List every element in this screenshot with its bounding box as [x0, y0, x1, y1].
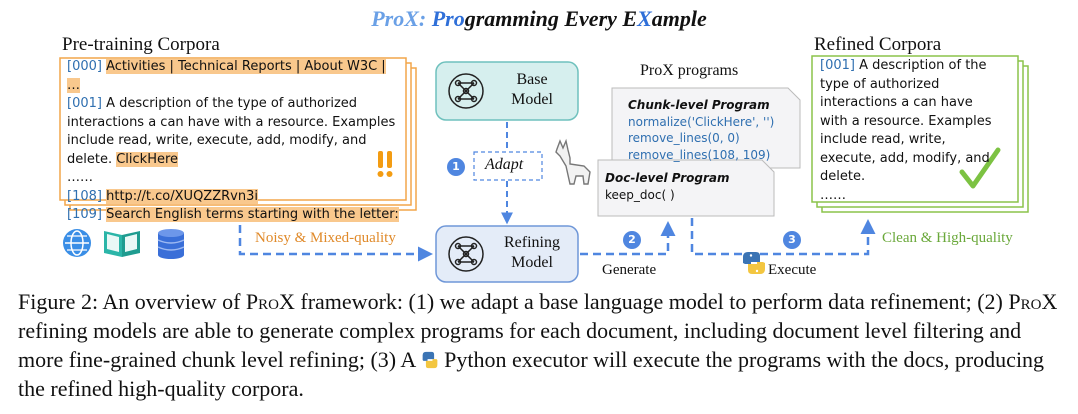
highlighted-noise: Search English terms starting with the l… — [106, 207, 399, 222]
python-icon — [422, 351, 437, 369]
doc-program-heading: Doc-level Program — [605, 171, 730, 185]
base-model-box — [435, 61, 579, 121]
step-badge-2: 2 — [623, 231, 641, 249]
input-doc-card — [59, 57, 407, 201]
figure: ProX: Programming Every EXample Pre-trai… — [0, 6, 1078, 283]
prox-name: ProX — [245, 289, 295, 314]
noisy-label: Noisy & Mixed-quality — [255, 230, 396, 246]
doc-text: include read, write, — [820, 132, 946, 147]
title-part-4: X — [637, 6, 652, 31]
chunk-program-card — [611, 87, 801, 169]
doc-text: delete. — [67, 151, 113, 167]
database-icon — [157, 229, 185, 259]
title-part-1: ProX: — [371, 6, 432, 31]
doc-text: include read, write, execute, add, modif… — [67, 133, 367, 148]
doc-program: Doc-level Program keep_doc( ) — [605, 170, 770, 203]
title-part-3: gramming Every E — [464, 6, 638, 31]
globe-icon — [63, 229, 91, 257]
pretraining-corpora-label: Pre-training Corpora — [62, 34, 220, 55]
doc-program-card — [597, 159, 775, 217]
figure-label: Figure 2: — [18, 289, 99, 314]
checkmark-icon — [959, 147, 1001, 189]
prox-name: ProX — [1008, 289, 1058, 314]
output-document: [001] A description of the type of autho… — [820, 57, 1015, 205]
refining-model-box — [435, 225, 579, 283]
highlighted-noise: ClickHere — [116, 151, 179, 167]
doc-text: type of authorized — [820, 76, 940, 92]
doc-text: with a resource. Examples — [820, 113, 992, 129]
program-line: keep_doc( ) — [605, 187, 675, 202]
python-icon — [743, 252, 765, 274]
line-index: [000] — [67, 59, 102, 74]
doc-text: interactions a can have with a resource.… — [67, 114, 396, 130]
adapt-box — [473, 151, 543, 181]
title-part-2: Pro — [431, 6, 465, 31]
input-document: [000] Activities | Technical Reports | A… — [67, 58, 402, 225]
program-line: remove_lines(108, 109) — [628, 147, 771, 162]
program-line: normalize('ClickHere', '') — [628, 114, 775, 129]
doc-line-0: [000] Activities | Technical Reports | A… — [67, 58, 402, 95]
book-icon — [104, 231, 140, 257]
alert-icon — [377, 151, 393, 177]
chunk-program-heading: Chunk-level Program — [628, 98, 770, 112]
doc-line-108: [108] http://t.co/XUQZZRvn3i — [67, 188, 402, 207]
step-badge-3: 3 — [783, 231, 801, 249]
generate-label: Generate — [602, 262, 657, 278]
base-model-line1: Base — [516, 71, 548, 88]
doc-text: execute, add, modify, and — [820, 150, 990, 166]
line-index: [001] — [67, 96, 102, 111]
title-part-5: ample — [651, 6, 707, 31]
caption-text: Python executor will execute the program… — [18, 347, 1045, 401]
refined-corpora-label: Refined Corpora — [814, 34, 942, 55]
refining-model-line2: Model — [511, 254, 553, 271]
figure-caption: Figure 2: An overview of ProX framework:… — [18, 287, 1068, 403]
caption-text: An overview of — [98, 289, 246, 314]
refining-model-line1: Refining — [504, 234, 560, 251]
figure-title: ProX: Programming Every EXample — [0, 6, 1078, 32]
prox-programs-label: ProX programs — [640, 62, 739, 79]
line-index: [108] — [67, 188, 102, 204]
highlighted-noise: Activities | Technical Reports | About W… — [67, 59, 386, 93]
doc-text: A description of the type of authorized — [106, 96, 358, 111]
refining-model-label: Refining Model — [492, 233, 572, 273]
step-badge-1: 1 — [447, 158, 465, 176]
corpora-to-refining-arrow — [238, 212, 433, 262]
doc-text: delete. — [820, 169, 866, 184]
neural-network-icon — [448, 73, 484, 109]
clean-label: Clean & High-quality — [882, 230, 1013, 246]
ellipsis: …… — [67, 170, 93, 185]
execute-arrow — [690, 218, 876, 256]
caption-text: refining models are able to generate com… — [18, 318, 1022, 372]
doc-text: A description of the — [859, 58, 987, 73]
execute-label: Execute — [768, 262, 817, 278]
highlighted-noise: http://t.co/XUQZZRvn3i — [106, 188, 258, 204]
generate-arrow — [580, 221, 676, 256]
base-model-label: Base Model — [492, 70, 572, 110]
line-index: [001] — [820, 58, 855, 73]
doc-line-109: [109] Search English terms starting with… — [67, 206, 402, 225]
doc-text: interactions a can have — [820, 95, 973, 110]
neural-network-icon — [448, 236, 484, 272]
doc-line-delete: delete. ClickHere — [67, 151, 402, 170]
program-line: remove_lines(0, 0) — [628, 131, 740, 145]
base-model-line2: Model — [511, 91, 553, 108]
line-index: [109] — [67, 207, 102, 222]
llama-icon — [555, 138, 591, 185]
doc-line-1: [001] A description of the type of autho… — [67, 95, 402, 114]
output-doc-card — [811, 55, 1019, 203]
ellipsis: …… — [820, 187, 846, 203]
chunk-program: Chunk-level Program normalize('ClickHere… — [628, 97, 798, 163]
adapt-label: Adapt — [485, 156, 524, 173]
caption-text: framework: (1) we adapt a base language … — [294, 289, 1009, 314]
